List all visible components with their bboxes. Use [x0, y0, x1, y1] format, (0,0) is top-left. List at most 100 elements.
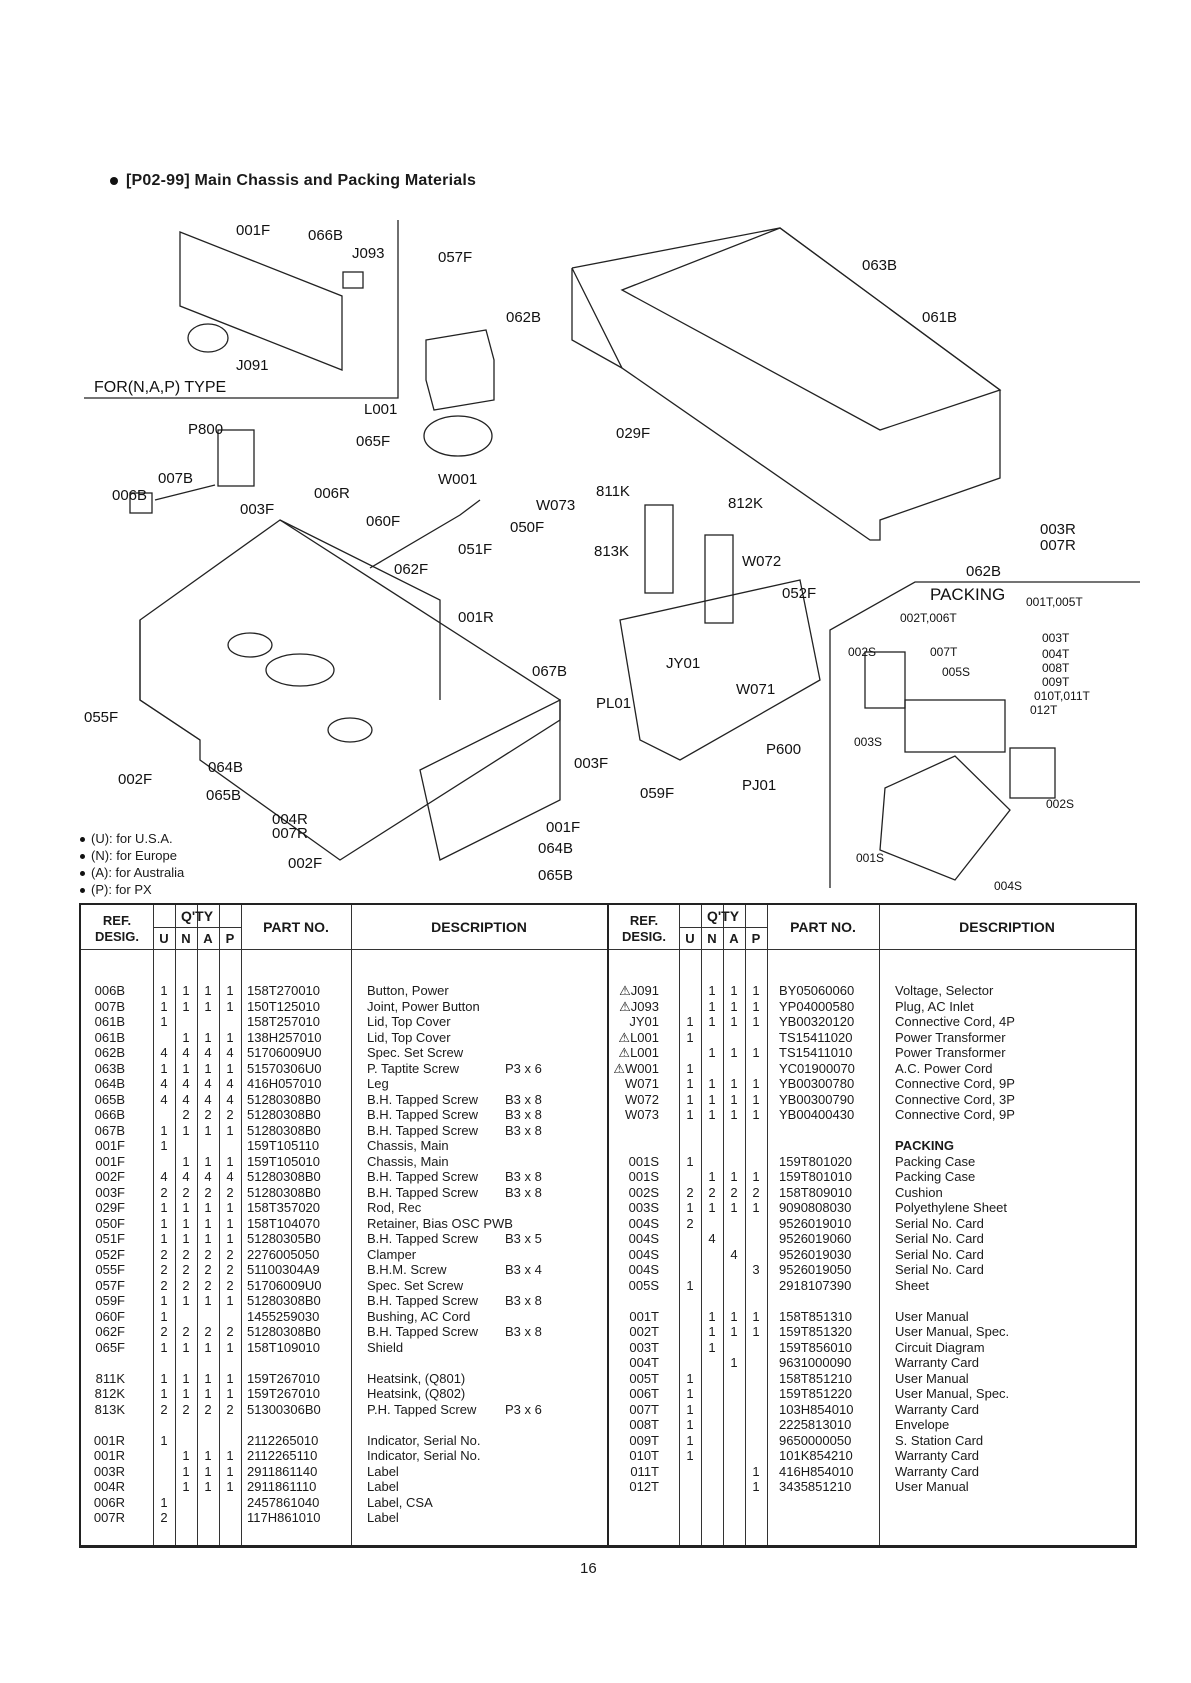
- description-cell: Serial No. Card: [895, 1262, 984, 1277]
- qty-n-cell: 1: [708, 1324, 716, 1339]
- region-legend: (U): for U.S.A. (N): for Europe (A): for…: [80, 830, 184, 898]
- qty-a-cell: 1: [204, 1370, 212, 1386]
- spec-cell: P3 x 6: [505, 1401, 542, 1417]
- description-cell: Label: [367, 1479, 399, 1494]
- bullet-icon: [110, 176, 118, 185]
- legend-item: (U): for U.S.A.: [80, 830, 184, 847]
- qty-a-cell: 1: [730, 1200, 738, 1215]
- qty-p-cell: 4: [226, 1045, 234, 1060]
- qty-u-cell: 1: [160, 1231, 168, 1246]
- ref-desig-cell: 061B: [94, 1029, 125, 1045]
- qty-p-cell: 1: [226, 1215, 234, 1231]
- description-cell: Cushion: [895, 1184, 943, 1200]
- description-cell: Packing Case: [895, 1169, 976, 1184]
- header-part-no: PART NO.: [263, 919, 329, 935]
- qty-n-cell: 1: [182, 998, 190, 1014]
- qty-a-cell: 4: [204, 1169, 212, 1184]
- callout-label: 010T,011T: [1034, 689, 1090, 703]
- qty-u-cell: 1: [160, 983, 168, 998]
- qty-u-cell: 1: [160, 1339, 168, 1355]
- ref-desig-cell: 001S: [628, 1153, 659, 1169]
- callout-label: 002F: [288, 855, 322, 872]
- bullet-icon: [80, 871, 85, 877]
- part-no-cell: 159T801010: [779, 1169, 853, 1184]
- part-no-cell: 138H257010: [247, 1029, 322, 1045]
- bullet-icon: [80, 854, 85, 860]
- part-no-cell: 416H057010: [247, 1076, 322, 1091]
- callout-label: 007T: [930, 645, 958, 659]
- part-no-cell: 158T104070: [247, 1215, 321, 1231]
- callout-label: 811K: [596, 483, 630, 500]
- qty-p-cell: 1: [752, 1308, 760, 1324]
- qty-a-cell: 1: [730, 1355, 738, 1370]
- qty-p-cell: 4: [226, 1169, 234, 1184]
- qty-a-cell: 4: [204, 1076, 212, 1091]
- part-no-cell: 9650000050: [779, 1432, 852, 1448]
- ref-desig-cell: ⚠J093: [619, 998, 659, 1014]
- part-no-cell: 51280308B0: [247, 1184, 321, 1200]
- part-no-cell: YB00300780: [779, 1076, 855, 1091]
- qty-p-cell: 1: [226, 998, 234, 1014]
- unit-in-packing-part: [904, 699, 1006, 753]
- ref-desig-cell: W071: [625, 1076, 659, 1091]
- ref-desig-cell: 006B: [94, 983, 125, 998]
- qty-n-cell: 1: [182, 1293, 190, 1308]
- description-cell: Sheet: [895, 1277, 929, 1293]
- part-no-cell: 51570306U0: [247, 1060, 322, 1076]
- description-cell: B.H. Tapped Screw: [367, 1324, 479, 1339]
- qty-p-cell: 1: [226, 1060, 234, 1076]
- header-u: U: [685, 931, 695, 946]
- qty-n-cell: 1: [182, 1463, 190, 1479]
- heatsink-812k-part: [704, 534, 734, 624]
- qty-u-cell: 1: [160, 1293, 168, 1308]
- qty-p-cell: 1: [752, 1169, 760, 1184]
- qty-u-cell: 1: [686, 1060, 694, 1076]
- qty-n-cell: 1: [182, 1060, 190, 1076]
- qty-u-cell: 2: [686, 1215, 694, 1231]
- qty-p-cell: 1: [226, 1231, 234, 1246]
- callout-label: 064B: [538, 840, 573, 857]
- section-header-row: PACKING: [609, 1138, 1135, 1154]
- qty-n-cell: 1: [182, 1339, 190, 1355]
- part-no-cell: 2225813010: [779, 1417, 852, 1432]
- part-no-cell: 51100304A9: [247, 1262, 320, 1277]
- part-no-cell: 159T851220: [779, 1386, 853, 1401]
- qty-a-cell: 4: [204, 1045, 212, 1060]
- description-cell: Power Transformer: [895, 1029, 1006, 1045]
- qty-a-cell: 2: [204, 1184, 212, 1200]
- qty-a-cell: 1: [204, 1200, 212, 1215]
- qty-u-cell: 1: [686, 1200, 694, 1215]
- description-cell: B.H. Tapped Screw: [367, 1122, 479, 1138]
- part-no-cell: 158T809010: [779, 1184, 853, 1200]
- qty-n-cell: 2: [182, 1184, 190, 1200]
- part-no-cell: YP04000580: [779, 998, 855, 1014]
- part-no-cell: YB00300790: [779, 1091, 855, 1107]
- packing-case-part: [879, 755, 1011, 881]
- qty-a-cell: 2: [204, 1107, 212, 1122]
- description-cell: Connective Cord, 9P: [895, 1107, 1015, 1122]
- qty-n-cell: 4: [182, 1076, 190, 1091]
- ref-desig-cell: 004S: [628, 1231, 659, 1246]
- qty-p-cell: 1: [752, 1479, 760, 1494]
- circuit-board-part: [619, 579, 821, 761]
- ref-desig-cell: 051F: [95, 1231, 125, 1246]
- power-button-part: [129, 492, 153, 514]
- header-a: A: [203, 931, 213, 946]
- ref-desig-cell: 002S: [628, 1184, 659, 1200]
